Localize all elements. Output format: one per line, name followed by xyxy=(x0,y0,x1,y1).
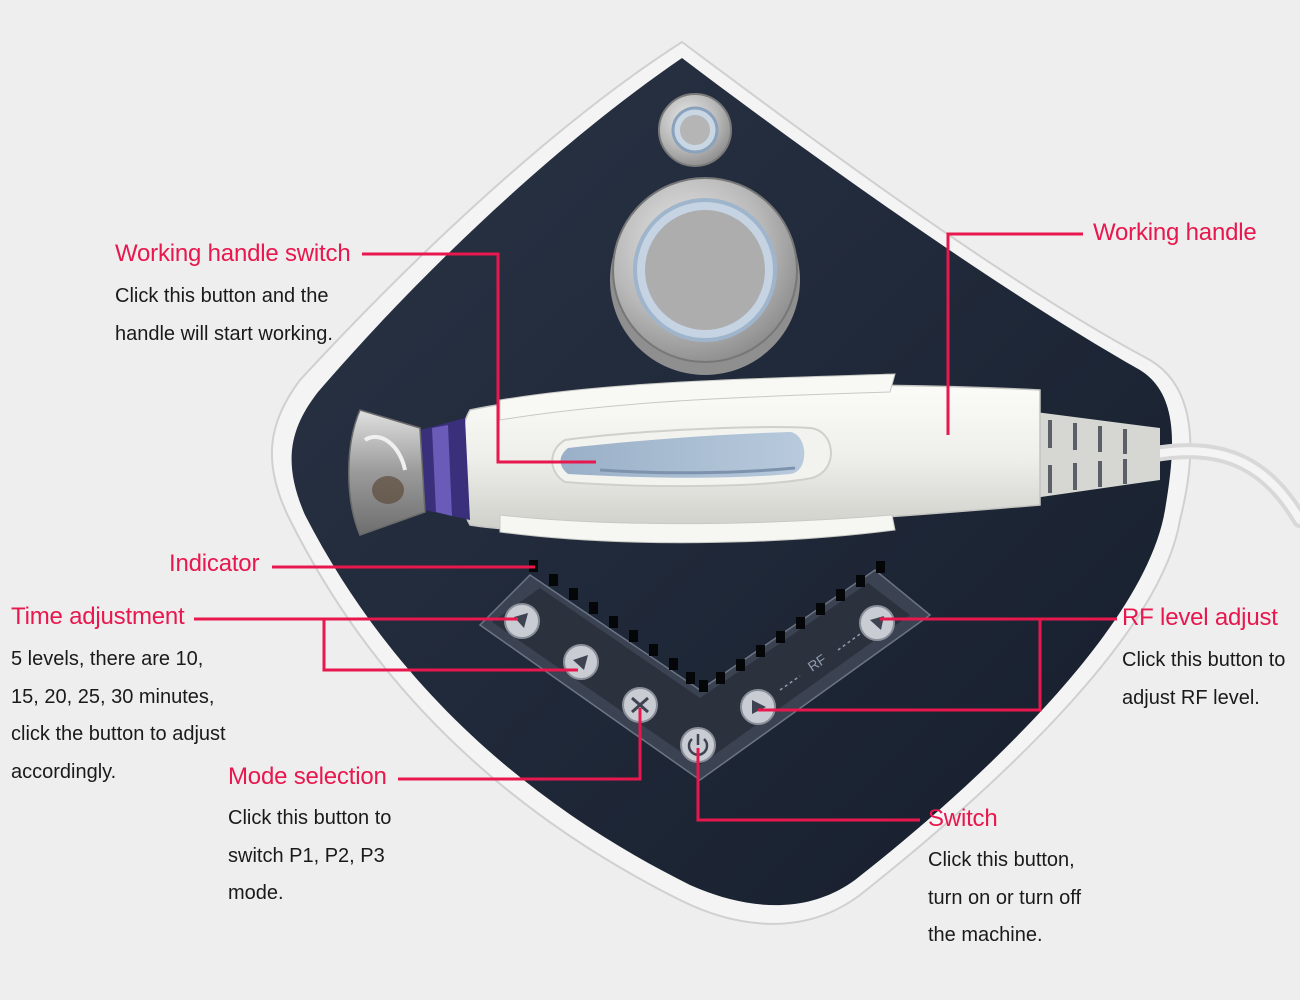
callout-desc-line: 15, 20, 25, 30 minutes, xyxy=(11,685,215,708)
callout-mode-selection: Mode selection xyxy=(228,763,387,791)
callout-rf-level-adjust: RF level adjust xyxy=(1122,604,1278,632)
indicator-light xyxy=(669,658,678,670)
callout-title: Working handle xyxy=(1093,219,1257,246)
callout-title: Switch xyxy=(928,805,998,832)
indicator-light xyxy=(686,672,695,684)
leader-working-handle xyxy=(946,232,1083,435)
indicator-light xyxy=(699,680,708,692)
callout-working-handle: Working handle xyxy=(1093,219,1257,247)
top-small-button xyxy=(658,93,732,167)
arrow-button-icon xyxy=(514,613,528,628)
callout-desc-line: handle will start working. xyxy=(115,322,333,345)
indicator-light xyxy=(796,617,805,629)
rf-up-button xyxy=(859,605,895,641)
callout-desc-line: Click this button to xyxy=(1122,649,1286,671)
callout-leaders xyxy=(194,232,1117,822)
indicator-light xyxy=(589,602,598,614)
indicator-light xyxy=(629,630,638,642)
callout-time-adjustment: Time adjustment xyxy=(11,603,185,631)
indicator-light xyxy=(569,588,578,600)
callout-desc-line: mode. xyxy=(228,882,284,904)
callout-title: Time adjustment xyxy=(11,603,185,630)
callout-title: Indicator xyxy=(169,550,260,577)
callout-title: Working handle switch xyxy=(115,240,351,267)
callout-desc-line: turn on or turn off xyxy=(928,886,1082,909)
working-handle xyxy=(348,373,1160,544)
indicator-light xyxy=(549,574,558,586)
indicator-light xyxy=(649,644,658,656)
callout-desc-line: adjust RF level. xyxy=(1122,686,1260,709)
callout-switch: Switch xyxy=(928,805,998,833)
indicator-light xyxy=(609,616,618,628)
callout-desc-line: 5 levels, there are 10, xyxy=(11,648,204,670)
callout-indicator: Indicator xyxy=(169,550,259,578)
leader-rf-level xyxy=(758,617,1117,712)
leader-mode-selection xyxy=(398,708,642,781)
indicator-light xyxy=(756,645,765,657)
callout-title: RF level adjust xyxy=(1122,604,1278,631)
indicator-light xyxy=(876,561,885,573)
leader-switch xyxy=(696,748,920,822)
callout-working-handle-switch: Working handle switch xyxy=(115,240,351,268)
indicator-light xyxy=(776,631,785,643)
callout-desc-line: accordingly. xyxy=(11,760,117,783)
callout-switch-desc: Click this button, turn on or turn off t… xyxy=(928,842,1081,955)
indicator-light xyxy=(836,589,845,601)
mode-button-icon xyxy=(631,696,649,714)
callout-desc-line: Click this button, xyxy=(928,849,1075,871)
indicator-light xyxy=(716,672,725,684)
handle-holder-cup xyxy=(610,177,800,375)
control-panel: RF xyxy=(478,569,932,781)
arrow-button-icon xyxy=(752,700,766,714)
indicator-light xyxy=(856,575,865,587)
callout-working-handle-switch-desc: Click this button and the handle will st… xyxy=(115,278,333,353)
callout-title: Mode selection xyxy=(228,763,387,790)
handle-tip xyxy=(348,409,426,536)
leader-time-adjustment xyxy=(194,617,578,672)
rf-down-button xyxy=(740,689,776,725)
callout-desc-line: switch P1, P2, P3 xyxy=(228,844,385,867)
callout-desc-line: Click this button and the xyxy=(115,285,329,307)
indicator-light xyxy=(816,603,825,615)
indicator-light xyxy=(736,659,745,671)
callout-desc-line: the machine. xyxy=(928,924,1043,946)
callout-rf-level-adjust-desc: Click this button to adjust RF level. xyxy=(1122,642,1285,717)
callout-desc-line: click the button to adjust xyxy=(11,723,226,745)
time-down-button xyxy=(563,644,599,680)
indicator-light-row xyxy=(529,560,885,692)
leader-working-handle-switch xyxy=(362,252,596,464)
callout-desc-line: Click this button to xyxy=(228,807,392,829)
callout-time-adjustment-desc: 5 levels, there are 10, 15, 20, 25, 30 m… xyxy=(11,641,226,791)
time-up-button xyxy=(504,603,540,639)
arrow-button-icon xyxy=(573,655,588,670)
callout-mode-selection-desc: Click this button to switch P1, P2, P3 m… xyxy=(228,800,391,913)
